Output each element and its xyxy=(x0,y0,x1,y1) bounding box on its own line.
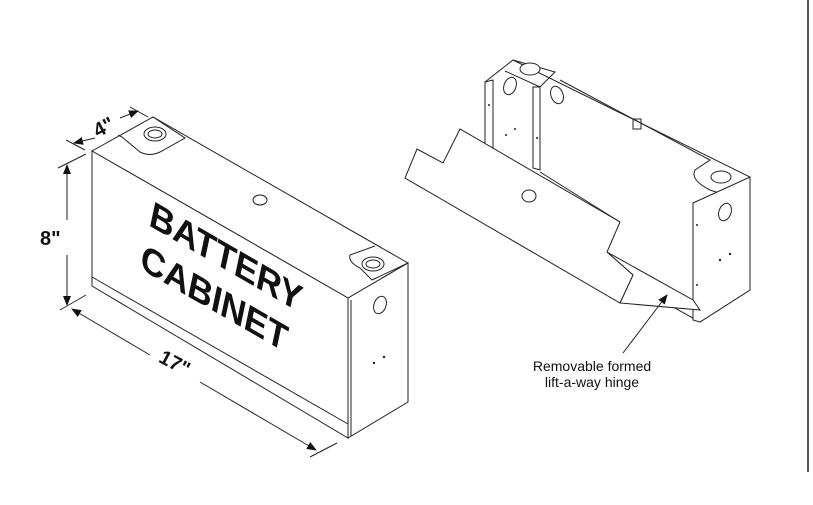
lock-icon xyxy=(521,189,537,203)
lock-icon xyxy=(252,194,268,206)
open-cabinet-side xyxy=(692,176,751,323)
dimension-height: 8" xyxy=(40,153,87,311)
cabinet-side-face xyxy=(347,262,409,439)
length-label: 17" xyxy=(155,346,193,380)
callout-line1: Removable formed xyxy=(533,358,651,374)
knockout-icon xyxy=(143,126,167,142)
callout-line2: lift-a-way hinge xyxy=(545,374,639,390)
knockout-icon xyxy=(361,256,385,272)
callout-arrow xyxy=(622,294,668,354)
center-post xyxy=(532,86,541,171)
side-knockout-icon xyxy=(373,295,387,315)
height-label: 8" xyxy=(40,228,61,250)
knockout-icon xyxy=(519,62,541,76)
open-front-panel xyxy=(404,128,634,304)
open-cabinet xyxy=(404,59,751,323)
closed-cabinet: BATTERY CABINET xyxy=(90,116,409,439)
